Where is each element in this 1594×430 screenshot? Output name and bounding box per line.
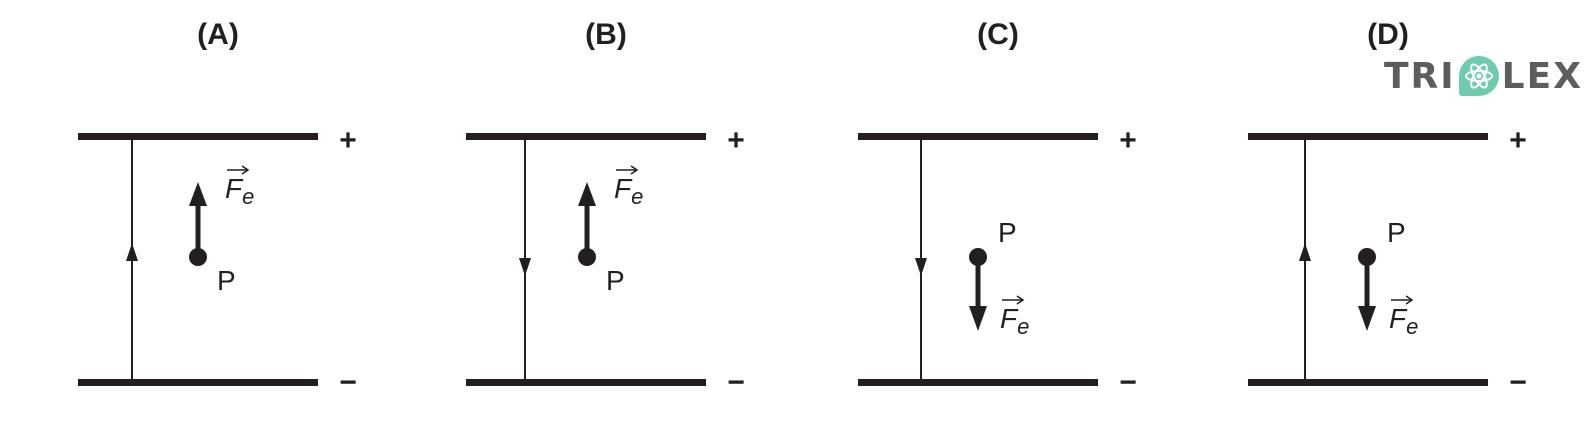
force-arrowhead-down <box>1358 306 1376 331</box>
positive-plate <box>466 133 706 140</box>
logo-text-left: TRI <box>1384 55 1456 97</box>
minus-sign: − <box>339 366 357 399</box>
plus-sign: + <box>1509 124 1527 157</box>
force-subscript: e <box>242 184 254 209</box>
vector-arrowhead <box>1405 295 1414 305</box>
charge-label: P <box>606 265 625 296</box>
force-label: Fe <box>1000 303 1029 339</box>
force-label: Fe <box>225 173 254 209</box>
panel-label: (D) <box>1367 18 1409 51</box>
field-arrowhead-down <box>915 258 927 276</box>
minus-sign: − <box>727 366 745 399</box>
force-subscript: e <box>1017 314 1029 339</box>
triolex-logo: TRI LEX <box>1384 55 1583 97</box>
negative-plate <box>78 379 318 386</box>
positive-plate <box>1248 133 1488 140</box>
force-arrowhead-up <box>578 182 596 206</box>
positive-plate <box>78 133 318 140</box>
force-subscript: e <box>1406 314 1418 339</box>
panel-c: (C) + − P Fe <box>858 18 1137 399</box>
vector-arrowhead <box>241 165 250 175</box>
panel-label: (B) <box>585 18 627 51</box>
force-label: Fe <box>614 173 643 209</box>
minus-sign: − <box>1119 366 1137 399</box>
logo-text-right: LEX <box>1501 55 1583 97</box>
force-label: Fe <box>1389 303 1418 339</box>
panel-label: (A) <box>197 18 239 51</box>
panel-label: (C) <box>977 18 1019 51</box>
negative-plate <box>858 379 1098 386</box>
vector-arrowhead <box>630 165 639 175</box>
force-arrowhead-down <box>969 306 987 331</box>
panel-a: (A) + − P Fe <box>78 18 357 399</box>
force-subscript: e <box>631 184 643 209</box>
charge-label: P <box>1387 217 1406 248</box>
vector-arrowhead <box>1016 295 1025 305</box>
positive-plate <box>858 133 1098 140</box>
field-arrowhead-up <box>126 243 138 261</box>
negative-plate <box>1248 379 1488 386</box>
field-arrowhead-down <box>519 258 531 276</box>
charge-label: P <box>217 265 236 296</box>
minus-sign: − <box>1509 366 1527 399</box>
panel-b: (B) + − P Fe <box>466 18 745 399</box>
charge-label: P <box>998 217 1017 248</box>
field-arrowhead-up <box>1299 243 1311 261</box>
atom-icon <box>1458 56 1499 96</box>
plus-sign: + <box>339 124 357 157</box>
panel-d: (D) + − P Fe <box>1248 18 1527 399</box>
plus-sign: + <box>727 124 745 157</box>
force-arrowhead-up <box>189 182 207 206</box>
negative-plate <box>466 379 706 386</box>
plus-sign: + <box>1119 124 1137 157</box>
